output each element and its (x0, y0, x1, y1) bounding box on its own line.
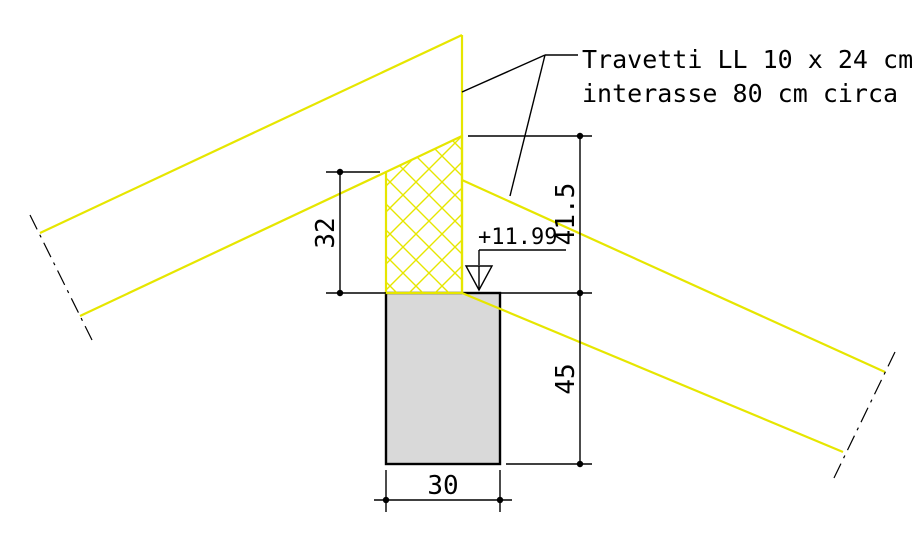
annotation-line-2: interasse 80 cm circa (582, 79, 898, 108)
right-break-line (832, 351, 896, 481)
dimension-label-wall-height: 45 (551, 363, 581, 394)
elevation-marker (464, 249, 566, 292)
left-rafter (39, 34, 464, 317)
right-rafter (461, 178, 886, 454)
dimension-right-chain (468, 132, 592, 468)
dimension-wall-width (374, 470, 512, 512)
annotation-line-1: Travetti LL 10 x 24 cm (582, 45, 913, 74)
elevation-label: +11.99 (478, 225, 557, 250)
dimension-label-wall-width: 30 (427, 471, 458, 501)
annotation-leader (461, 54, 578, 197)
left-break-line (29, 214, 93, 341)
concrete-wall (384, 291, 502, 466)
ridge-timber-block (384, 134, 464, 295)
dimension-label-ridge-height: 32 (311, 217, 341, 248)
dimension-label-beam-height: 41.5 (551, 183, 581, 246)
dimension-ridge-height (326, 168, 386, 297)
